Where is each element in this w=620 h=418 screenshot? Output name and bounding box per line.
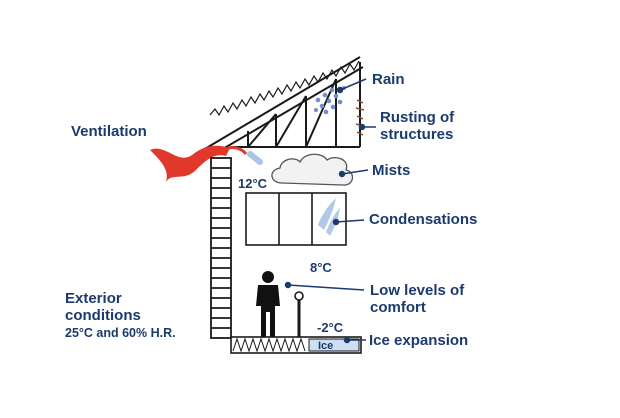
rusting-label-line2: structures <box>380 126 453 143</box>
brick-wall <box>210 157 232 339</box>
room-temperature: 8°C <box>310 260 332 275</box>
roof-zigzag <box>209 60 360 117</box>
exterior-label-line1: Exterior <box>65 290 122 307</box>
rusting-label-line1: Rusting of <box>380 109 455 126</box>
windsock-icon <box>150 145 263 182</box>
person-icon <box>256 271 280 337</box>
exterior-label-line3: 25°C and 60% H.R. <box>65 326 176 340</box>
condensations-label: Condensations <box>369 211 477 228</box>
ventilation-label: Ventilation <box>71 123 147 140</box>
rain-drops-icon <box>314 86 346 115</box>
ice-label: Ice <box>318 340 333 352</box>
low-comfort-label-line2: comfort <box>370 299 426 316</box>
floor-slab <box>230 336 362 354</box>
exterior-label-line2: conditions <box>65 307 141 324</box>
rain-label: Rain <box>372 71 405 88</box>
attic-temperature: 12°C <box>238 176 268 191</box>
ice-expansion-label: Ice expansion <box>369 332 468 349</box>
mist-cloud-icon <box>271 153 354 186</box>
thermometer-icon <box>294 291 304 337</box>
floor-temperature: -2°C <box>317 320 344 335</box>
leader-lines <box>284 78 376 344</box>
low-comfort-label-line1: Low levels of <box>370 282 465 299</box>
window <box>245 192 347 246</box>
mists-label: Mists <box>372 162 410 179</box>
roof-truss <box>202 56 364 158</box>
